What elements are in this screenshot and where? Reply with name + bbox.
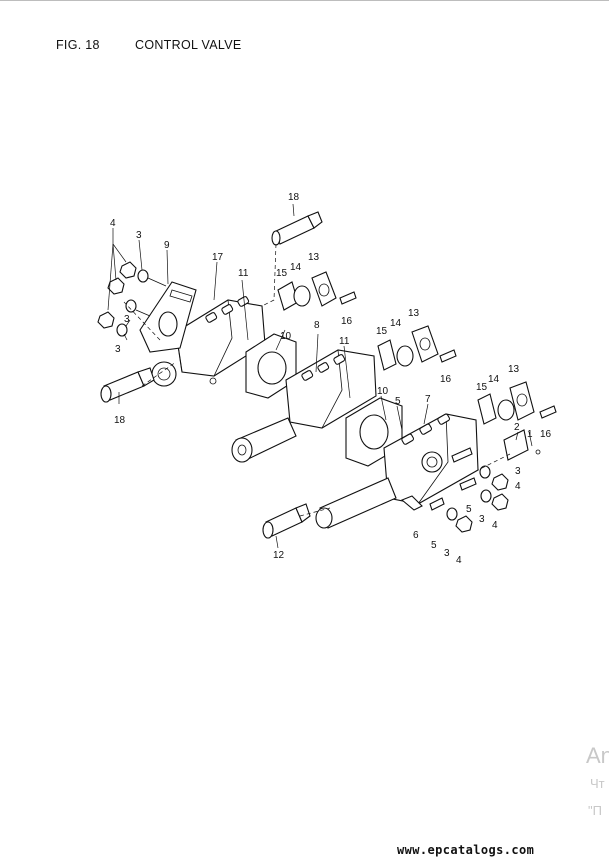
callout-4: 4 xyxy=(492,520,498,531)
bracket-9 xyxy=(139,281,197,353)
callout-7: 7 xyxy=(425,394,431,405)
callout-15: 15 xyxy=(376,326,388,337)
callout-13: 13 xyxy=(308,252,320,263)
callout-15: 15 xyxy=(476,382,488,393)
callout-12: 12 xyxy=(273,550,285,561)
callout-14: 14 xyxy=(488,374,500,385)
cartridge-12 xyxy=(262,503,311,539)
valve-section-17 xyxy=(151,296,266,387)
nut-4-left-mid xyxy=(107,277,125,295)
nut-4-left-top xyxy=(119,261,137,279)
callout-3: 3 xyxy=(136,230,142,241)
port-flange-set-lower xyxy=(477,381,557,425)
callout-8: 8 xyxy=(314,320,320,331)
assembly-guide-lines xyxy=(123,243,511,517)
figure-number: FIG. 18 xyxy=(56,38,100,52)
footer-url-link[interactable]: www.epcatalogs.com xyxy=(397,843,535,857)
watermark: An Чт "П xyxy=(586,743,609,818)
callout-18: 18 xyxy=(114,415,126,426)
watermark-line-3: "П xyxy=(588,803,602,818)
port-flange-set-middle xyxy=(377,325,457,371)
callout-4: 4 xyxy=(456,555,462,566)
callout-5: 5 xyxy=(431,540,437,551)
callout-4: 4 xyxy=(515,481,521,492)
callout-11: 11 xyxy=(339,336,350,347)
cartridge-18-top xyxy=(271,211,323,246)
spacer-plate-10-rear xyxy=(245,333,297,399)
callout-17: 17 xyxy=(212,252,224,263)
callout-10: 10 xyxy=(377,386,389,397)
cartridge-18-left xyxy=(100,367,155,403)
callout-3: 3 xyxy=(115,344,121,355)
callout-3: 3 xyxy=(479,514,485,525)
callout-5: 5 xyxy=(466,504,472,515)
callout-4: 4 xyxy=(110,218,116,229)
callout-3: 3 xyxy=(124,314,130,325)
callout-13: 13 xyxy=(508,364,520,375)
callout-6: 6 xyxy=(413,530,419,541)
callout-13: 13 xyxy=(408,308,420,319)
callout-15: 15 xyxy=(276,268,288,279)
callout-labels: 4 3 9 17 11 18 15 14 13 16 3 3 10 8 11 1… xyxy=(110,192,552,566)
callout-14: 14 xyxy=(390,318,402,329)
callout-1: 1 xyxy=(527,429,533,440)
callout-3: 3 xyxy=(515,466,521,477)
callout-9: 9 xyxy=(164,240,170,251)
callout-10: 10 xyxy=(280,331,292,342)
callout-11: 11 xyxy=(238,268,249,279)
leader-lines xyxy=(107,203,533,549)
port-flange-set-upper xyxy=(277,271,357,311)
watermark-line-1: An xyxy=(586,743,609,768)
callout-14: 14 xyxy=(290,262,302,273)
callout-18: 18 xyxy=(288,192,300,203)
valve-section-8 xyxy=(231,349,377,463)
top-border-line xyxy=(0,0,609,1)
figure-title: CONTROL VALVE xyxy=(135,38,242,52)
callout-16: 16 xyxy=(440,374,452,385)
watermark-line-2: Чт xyxy=(590,776,605,791)
valve-section-5 xyxy=(315,413,479,529)
callout-5: 5 xyxy=(395,396,401,407)
callout-2: 2 xyxy=(514,422,520,433)
nut-4-left-low xyxy=(97,311,115,329)
fasteners xyxy=(97,261,541,533)
callout-3: 3 xyxy=(444,548,450,559)
callout-16: 16 xyxy=(540,429,552,440)
callout-16: 16 xyxy=(341,316,353,327)
